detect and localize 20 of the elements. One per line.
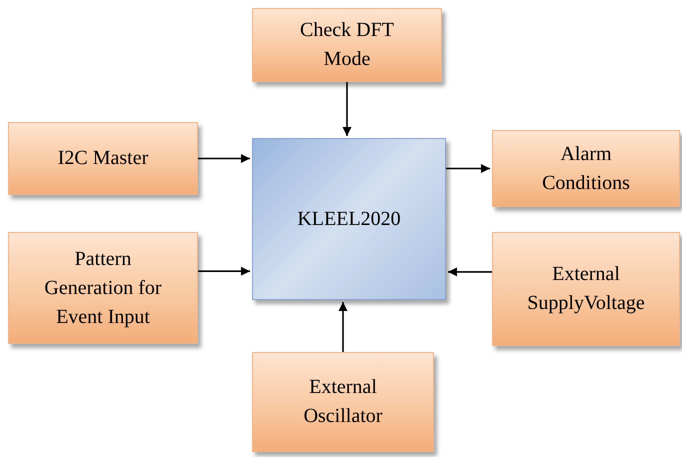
process-box: [8, 232, 198, 344]
box-label: External SupplyVoltage: [526, 262, 646, 316]
arrow: [338, 302, 348, 352]
box-label: Pattern Generation for Event Input: [43, 246, 163, 330]
process-box: [252, 8, 442, 82]
box-label: Check DFT Mode: [299, 18, 395, 72]
box-label: Alarm Conditions: [541, 142, 631, 196]
process-box: [492, 130, 680, 207]
arrow: [342, 82, 352, 136]
process-box: [492, 232, 680, 346]
process-box: [252, 352, 434, 452]
chip-block: [252, 138, 446, 300]
box-label: KLEEL2020: [297, 206, 401, 232]
arrow: [446, 164, 490, 173]
arrow: [198, 154, 250, 163]
arrow: [448, 267, 492, 276]
box-label: I2C Master: [58, 146, 148, 171]
box-label: External Oscillator: [302, 375, 384, 429]
arrow: [198, 266, 250, 276]
process-box: [8, 122, 198, 195]
